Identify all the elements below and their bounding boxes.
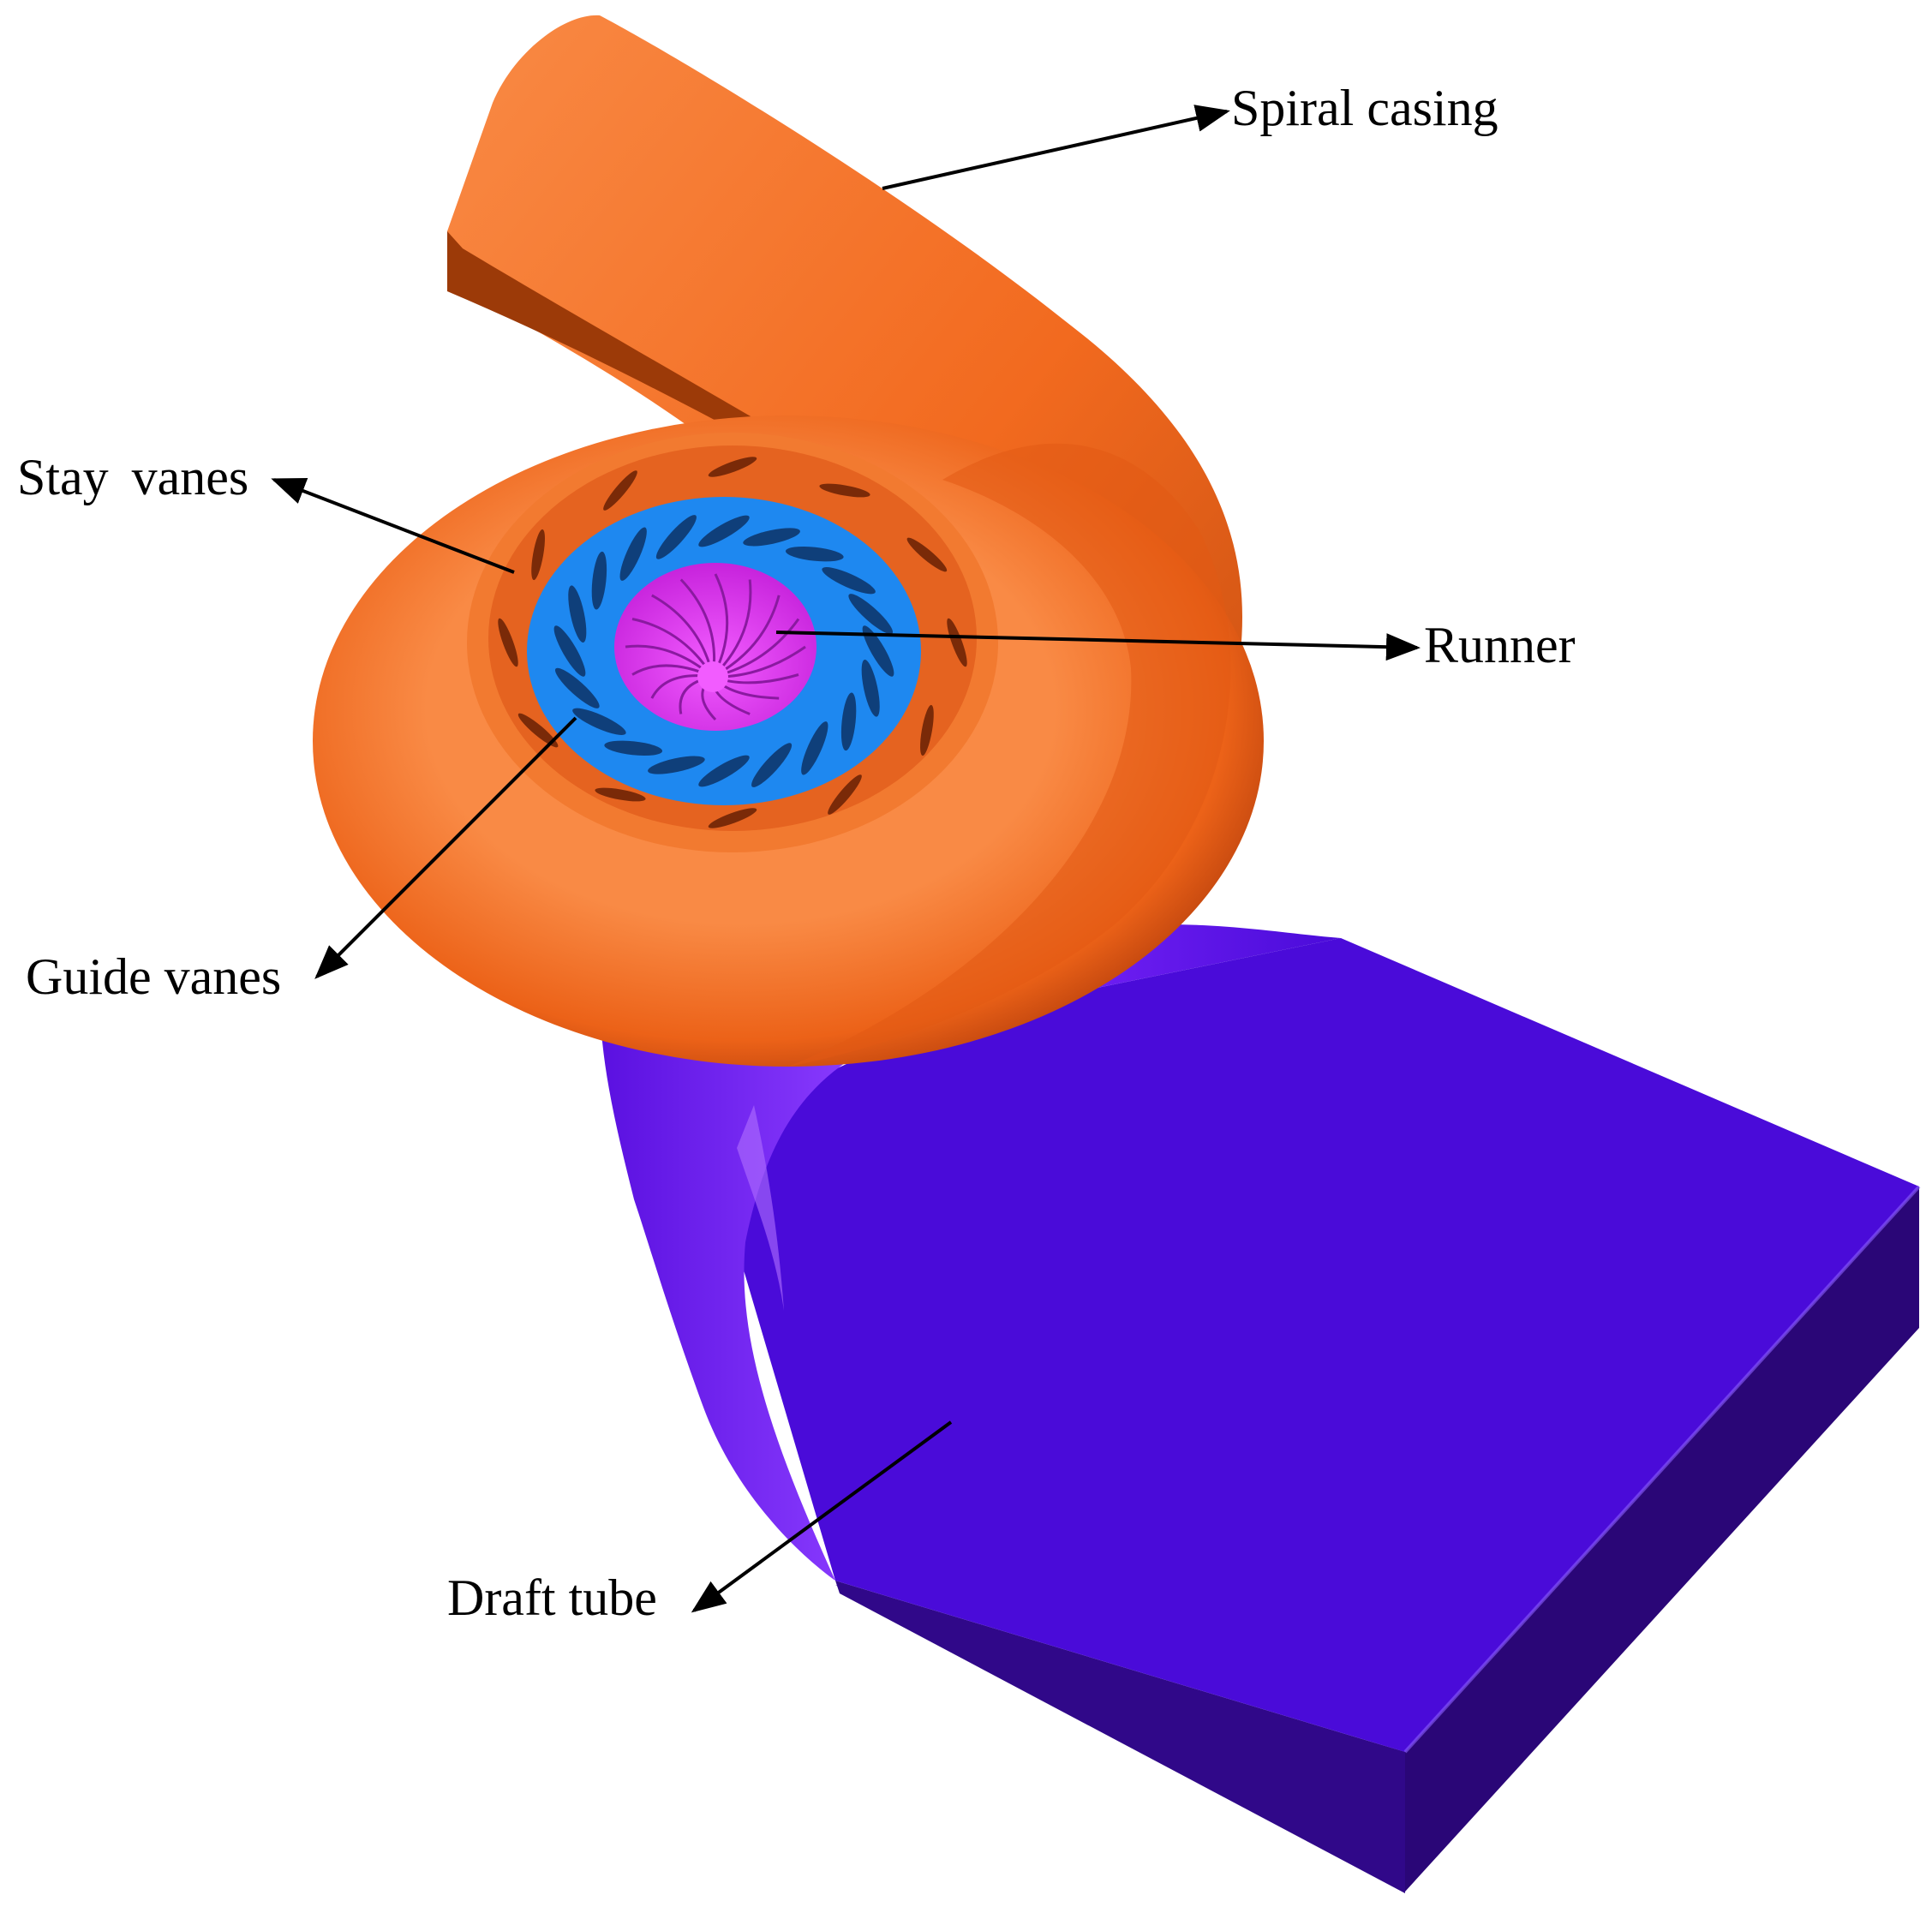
guide-vane-blade [648, 756, 705, 774]
stay-vane-blade [708, 457, 757, 477]
guide-vane-blade [751, 743, 793, 787]
guide-vane-blade [604, 740, 663, 756]
draft-tube-top [703, 938, 1919, 1752]
guide-vane-blade [862, 625, 894, 677]
stay-vane-blade [595, 787, 646, 802]
draft-tube-edge [1403, 1185, 1921, 1754]
label-runner: Runner [1424, 617, 1576, 673]
spiral-casing-inlet-shadow [447, 231, 771, 445]
stay-vanes [498, 457, 967, 828]
stay-vane-blade [819, 483, 870, 498]
label-spiral-casing: Spiral casing [1231, 80, 1498, 136]
guide-vane-blade [698, 515, 750, 547]
runner-hub [697, 661, 728, 692]
guide-vane-blade [822, 567, 876, 595]
guide-vane-blade [698, 755, 750, 787]
guide-vane-blade [848, 594, 894, 635]
guide-vane-blade [572, 708, 626, 735]
stay-vane-blade [708, 808, 757, 828]
guide-vane-blade [655, 515, 697, 559]
guide-vanes [553, 515, 894, 787]
guide-vane-blade [554, 667, 600, 708]
callout-arrows [271, 105, 1421, 1613]
stay-vane-blade [498, 618, 518, 667]
stay-vane-blade [906, 537, 948, 572]
arrow-runner [775, 631, 1421, 661]
guide-vane-blade [553, 625, 586, 677]
guide-vane-blade [619, 527, 647, 581]
guide-vane-blade [840, 692, 857, 751]
arrow-draft-tube [691, 1420, 953, 1613]
draft-tube-side-right [1405, 1187, 1919, 1892]
arrow-guide-vanes [314, 716, 577, 979]
draft-tube [600, 924, 1921, 1893]
spiral-casing-sweep [788, 443, 1231, 1067]
guide-vane-blade [743, 528, 800, 547]
stay-vane-blade [603, 470, 637, 511]
label-guide-vanes: Guide vanes [26, 948, 282, 1005]
guide-vane-blade [861, 660, 880, 717]
guide-vane-blade [568, 585, 587, 643]
draft-tube-elbow [600, 924, 1341, 1581]
arrow-stay-vanes [271, 478, 515, 574]
stay-vane-blade [947, 618, 967, 667]
guide-vane-blade [801, 721, 828, 775]
runner [614, 563, 816, 731]
draft-tube-elbow-highlight [737, 1105, 784, 1311]
draft-tube-side-front-b [835, 1581, 1405, 1893]
guide-vane-blade [785, 546, 844, 562]
stay-vane-blade [517, 713, 559, 748]
guide-vane-blade [591, 551, 607, 610]
stay-vane-blade [531, 529, 545, 581]
stay-vane-blade [828, 774, 862, 815]
arrow-spiral-casing [882, 105, 1230, 190]
label-stay-vanes: Stay vanes [17, 449, 249, 505]
stay-vane-blade [920, 704, 934, 756]
label-draft-tube: Draft tube [447, 1569, 657, 1626]
